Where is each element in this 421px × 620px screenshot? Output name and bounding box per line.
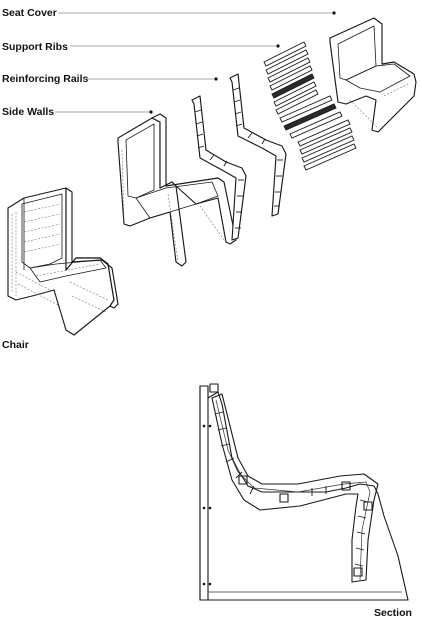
bracket-3 [279,493,289,503]
chair-back-panel [21,193,63,269]
section-view: Section [199,383,412,619]
rib-11 [297,119,351,147]
bracket-6 [353,567,363,577]
section-brackets [209,383,373,577]
assembled-chair: Chair [2,187,119,351]
side-wall-right [151,113,237,245]
rib-8 [279,95,333,123]
rib-3 [267,57,311,83]
label-reinforcing-rails: Reinforcing Rails [2,73,89,85]
rib-4 [269,65,313,91]
rib-5 [271,73,315,99]
support-ribs-part [263,41,357,171]
label-section: Section [374,607,412,619]
chair-seat-panel [29,259,107,283]
rib-10 [289,111,343,139]
rib-12 [299,127,353,155]
rib-14 [303,143,357,171]
section-inner-line [215,399,371,581]
side-wall-inner-seat [135,181,219,219]
label-side-walls: Side Walls [2,106,54,118]
rail-right-ticks [232,87,283,207]
rib-6 [273,81,317,107]
leader-dot-side-walls [149,110,153,114]
seat-cover-seat-face [345,63,411,93]
bracket-1 [209,383,219,393]
side-wall-hidden-lines [121,149,225,263]
rail-left [191,95,247,241]
rib-13 [301,135,355,163]
callout-support-ribs: Support Ribs [2,41,280,53]
bracket-4 [341,481,351,491]
rib-1 [263,41,307,67]
rib-7 [275,89,319,115]
section-fixings [202,424,212,586]
callout-side-walls: Side Walls [2,106,153,118]
leader-dot-reinforcing-rails [214,77,218,81]
section-outline [199,385,409,601]
chair-right-wall [65,187,119,309]
side-wall-inner-back [125,123,155,199]
rail-right [229,73,287,217]
rail-left-ticks [194,109,244,229]
leader-dot-seat-cover [332,11,336,15]
section-profile [211,393,379,583]
seat-cover-hidden-lines [349,83,409,129]
seat-cover-part [329,17,417,133]
label-seat-cover: Seat Cover [2,7,57,19]
callout-reinforcing-rails: Reinforcing Rails [2,73,218,85]
rib-2 [265,49,309,75]
label-chair: Chair [2,339,29,351]
chair-hidden-ribs [11,203,109,313]
section-ribs [214,411,369,567]
callout-seat-cover: Seat Cover [2,7,336,19]
bracket-5 [363,501,373,511]
leader-dot-support-ribs [276,44,280,48]
bracket-2 [238,475,248,485]
seat-cover-shell [329,17,417,133]
side-walls-part [117,113,237,267]
section-back-board [199,385,209,601]
label-support-ribs: Support Ribs [2,41,68,53]
rib-9 [283,103,337,131]
reinforcing-rails-part [191,73,287,241]
